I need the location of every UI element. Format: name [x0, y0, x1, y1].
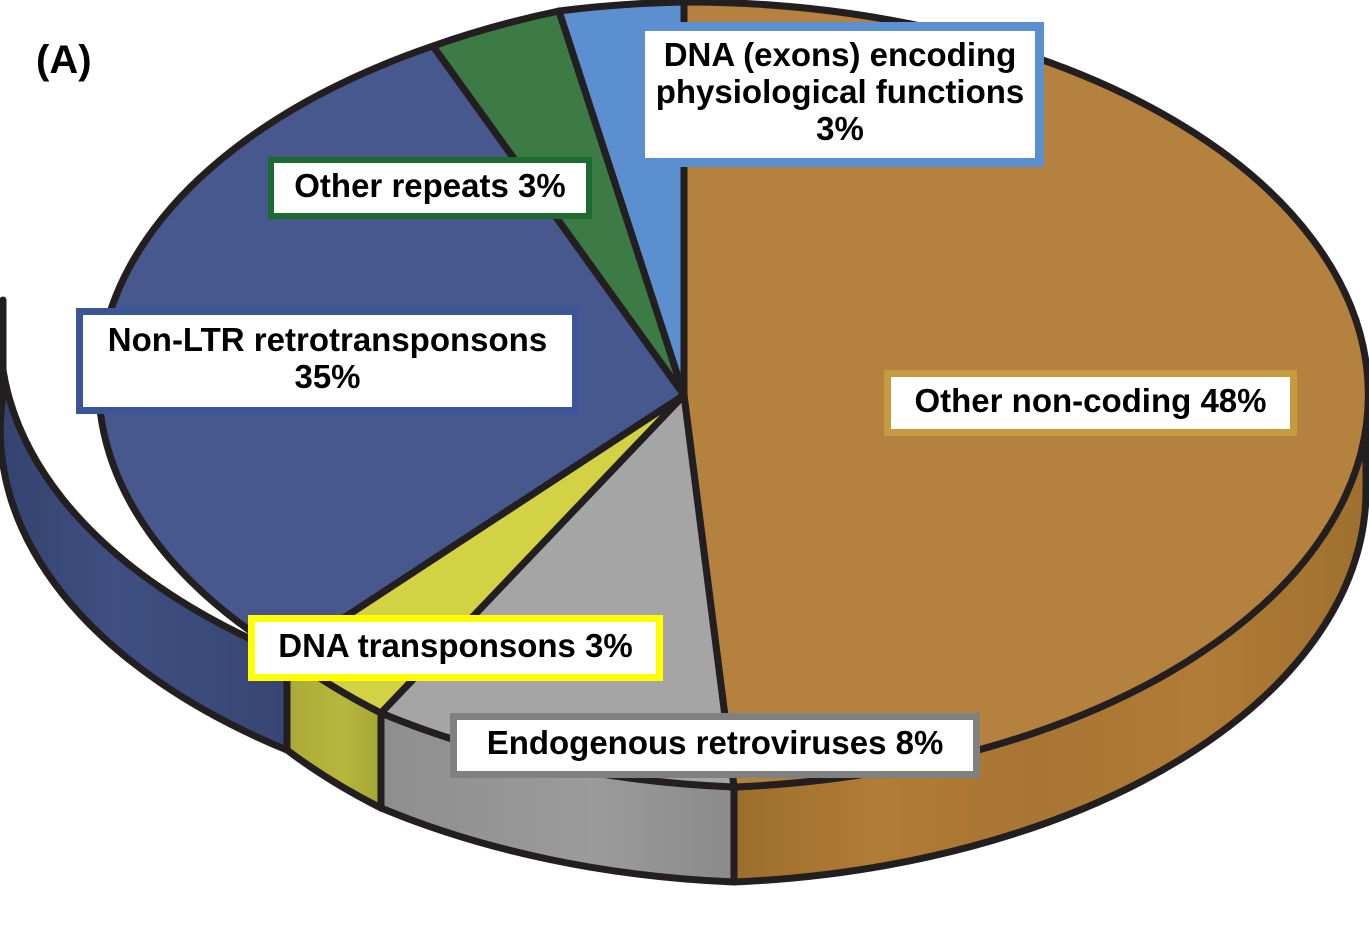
panel-label: (A) — [36, 38, 92, 82]
callout-dna-transposons[interactable]: DNA transponsons 3% — [248, 615, 663, 681]
callout-other-repeats[interactable]: Other repeats 3% — [268, 157, 592, 219]
callout-other-non-coding[interactable]: Other non-coding 48% — [884, 370, 1297, 436]
side-wall-non-ltr-retrotransposons — [0, 296, 291, 754]
callout-dna-exons[interactable]: DNA (exons) encoding physiological funct… — [636, 22, 1044, 167]
callout-non-ltr-retrotransposons[interactable]: Non-LTR retrotransponsons 35% — [76, 308, 579, 414]
pie-top-slices — [95, 0, 1369, 791]
callout-endogenous-retroviruses[interactable]: Endogenous retroviruses 8% — [450, 713, 980, 778]
